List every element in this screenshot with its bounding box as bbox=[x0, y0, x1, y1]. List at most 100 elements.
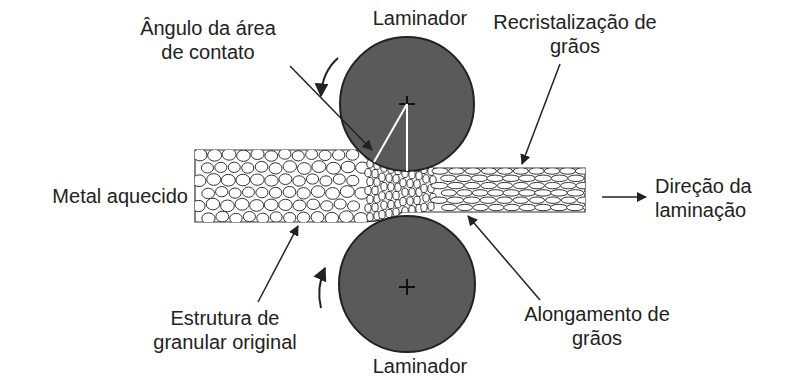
grain bbox=[497, 168, 512, 174]
grain bbox=[584, 175, 600, 181]
grain bbox=[386, 192, 392, 200]
grain bbox=[402, 188, 408, 196]
grain bbox=[279, 199, 293, 210]
grain bbox=[333, 150, 345, 161]
grain bbox=[269, 163, 282, 174]
grain bbox=[340, 186, 354, 198]
grain bbox=[379, 192, 385, 200]
grain bbox=[192, 200, 205, 211]
direction-arrow bbox=[602, 196, 646, 198]
grain bbox=[576, 182, 592, 188]
grain bbox=[256, 187, 268, 197]
grain bbox=[279, 174, 292, 185]
grain bbox=[365, 169, 371, 177]
grain bbox=[202, 213, 215, 224]
grain bbox=[423, 175, 429, 183]
grain bbox=[503, 175, 520, 181]
grain bbox=[463, 197, 480, 203]
grain bbox=[457, 204, 472, 210]
grain bbox=[293, 200, 306, 211]
grain bbox=[561, 197, 576, 203]
grain bbox=[400, 179, 406, 187]
grain bbox=[513, 168, 528, 174]
grain bbox=[265, 175, 278, 186]
grain bbox=[431, 182, 448, 188]
grain bbox=[250, 200, 264, 212]
lower-roller bbox=[339, 216, 475, 352]
grain bbox=[575, 168, 591, 174]
grain bbox=[504, 204, 520, 210]
roller-label: Laminador bbox=[355, 6, 485, 30]
rotation-arrow bbox=[321, 58, 338, 96]
grain bbox=[441, 175, 457, 181]
grain bbox=[471, 175, 487, 181]
grain bbox=[379, 210, 385, 218]
grain bbox=[372, 186, 378, 194]
grain bbox=[481, 182, 497, 188]
grain bbox=[503, 190, 520, 196]
grain bbox=[250, 174, 264, 185]
grain bbox=[333, 174, 345, 184]
leader-line bbox=[522, 64, 560, 164]
grain bbox=[386, 174, 392, 182]
grain bbox=[488, 190, 504, 196]
grain bbox=[365, 186, 371, 194]
grain bbox=[297, 163, 311, 175]
grain bbox=[346, 149, 359, 160]
grain bbox=[431, 197, 448, 203]
grain bbox=[388, 200, 394, 208]
grain bbox=[421, 184, 427, 192]
grain bbox=[416, 172, 422, 180]
grain bbox=[192, 175, 206, 187]
leader-line bbox=[290, 66, 372, 150]
grain bbox=[447, 197, 464, 203]
grain bbox=[441, 190, 456, 196]
grain bbox=[319, 150, 331, 160]
grain bbox=[215, 162, 227, 172]
grain bbox=[414, 196, 420, 204]
contact-angle bbox=[374, 104, 407, 171]
grain bbox=[334, 199, 346, 209]
grain bbox=[393, 175, 399, 183]
grain bbox=[367, 213, 373, 221]
grain bbox=[381, 201, 387, 209]
grain bbox=[279, 149, 291, 159]
grain bbox=[242, 187, 254, 197]
grain bbox=[230, 213, 242, 223]
grain bbox=[307, 199, 320, 210]
grain bbox=[243, 211, 255, 221]
grain bbox=[529, 168, 544, 174]
grain bbox=[409, 188, 415, 196]
grain bbox=[423, 194, 429, 202]
grain bbox=[441, 204, 456, 210]
grain bbox=[216, 211, 229, 222]
grain bbox=[292, 151, 304, 161]
grain bbox=[306, 149, 318, 159]
grain bbox=[448, 182, 464, 188]
grain bbox=[480, 197, 496, 203]
grain bbox=[529, 197, 544, 203]
grain bbox=[257, 213, 269, 223]
direction-label: Direção da laminação bbox=[655, 174, 780, 222]
grain bbox=[339, 211, 353, 223]
grain bbox=[551, 204, 568, 210]
grain bbox=[449, 168, 465, 174]
grain bbox=[488, 204, 504, 210]
angle-label: Ângulo da área de contato bbox=[128, 16, 288, 64]
grain bbox=[551, 190, 568, 196]
grain bbox=[519, 175, 536, 181]
grain bbox=[283, 161, 296, 173]
grain bbox=[379, 173, 385, 181]
grain bbox=[228, 162, 240, 172]
grain bbox=[388, 183, 394, 191]
grain bbox=[456, 175, 472, 181]
grain bbox=[519, 190, 536, 196]
grain bbox=[561, 182, 576, 188]
grain bbox=[320, 176, 332, 186]
grain bbox=[236, 174, 250, 186]
grain bbox=[347, 175, 359, 186]
grain bbox=[265, 151, 278, 162]
grain bbox=[487, 175, 504, 181]
grain bbox=[283, 186, 296, 197]
grain bbox=[348, 201, 360, 211]
